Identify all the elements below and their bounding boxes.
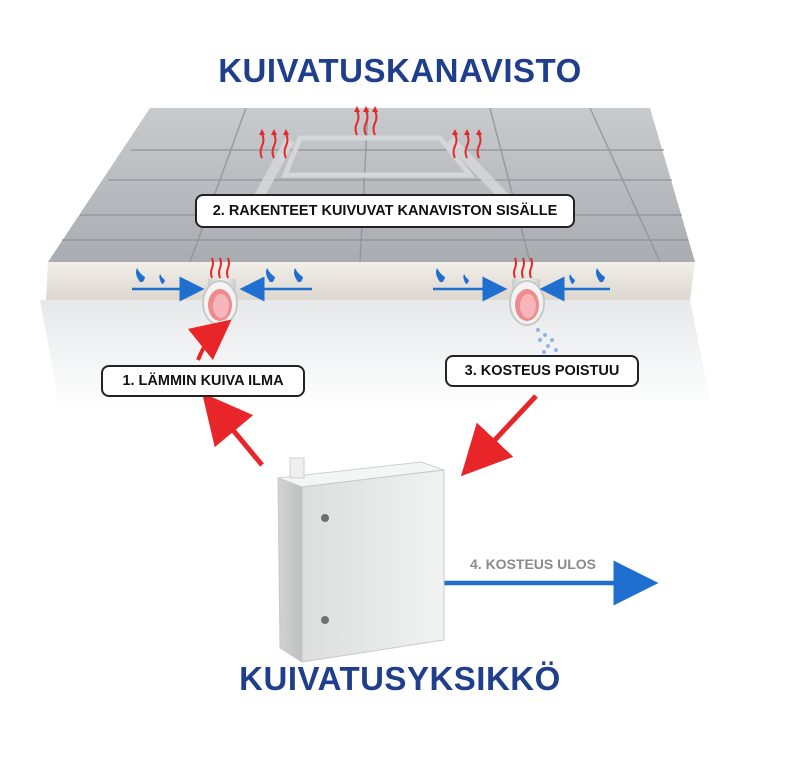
- duct-pipe-left: [202, 279, 238, 326]
- diagram-title-top: KUIVATUSKANAVISTO: [218, 52, 582, 89]
- warm-air-inlet-arrow: [187, 319, 232, 361]
- step-2-label: 2. RAKENTEET KUIVUVAT KANAVISTON SISÄLLE: [195, 194, 575, 228]
- floor-slab-top: [48, 108, 695, 262]
- diagram-title-bottom: KUIVATUSYKSIKKÖ: [239, 660, 561, 697]
- water-droplets: [136, 268, 605, 284]
- duct-pipe-right: [509, 279, 545, 326]
- moisture-spray: [536, 328, 558, 354]
- step-4-label: 4. KOSTEUS ULOS: [470, 556, 597, 572]
- heat-arrows: [210, 110, 533, 279]
- step-3-label: 3. KOSTEUS POISTUU: [445, 355, 639, 387]
- tile-grid: [62, 107, 688, 263]
- drying-unit-cabinet: [277, 457, 445, 663]
- supply-arrow: [202, 392, 264, 467]
- return-arrow: [460, 394, 538, 477]
- step-1-label: 1. LÄMMIN KUIVA ILMA: [101, 365, 305, 397]
- duct-channel-outline: [281, 135, 476, 178]
